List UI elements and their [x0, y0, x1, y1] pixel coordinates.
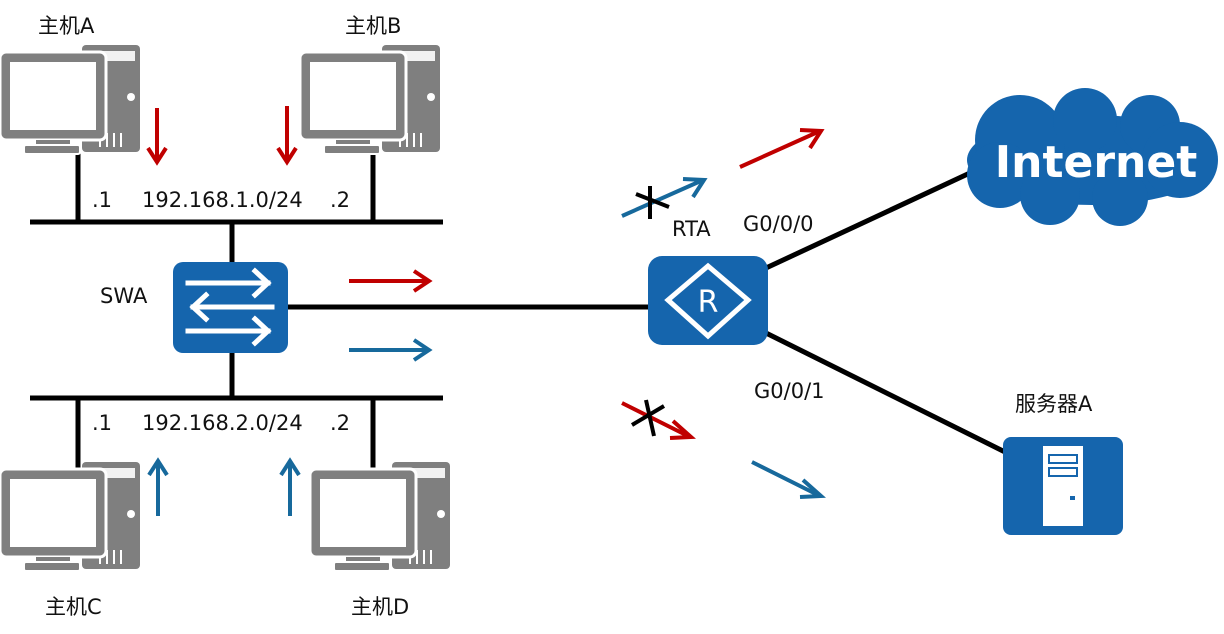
host-a-ip-suffix: .1 [92, 188, 112, 212]
host-b-ip-suffix: .2 [330, 188, 350, 212]
bottom-subnet-label: 192.168.2.0/24 [142, 411, 303, 435]
blue-arrow-to-internet-blocked [621, 177, 708, 218]
wires [30, 150, 1007, 470]
host-d-computer-icon [308, 460, 452, 573]
blue-arrow-to-server [751, 460, 826, 499]
blocked-x-icons [630, 186, 670, 437]
internet-label: Internet [995, 137, 1197, 188]
blue-up-arrow-host-c [147, 457, 169, 516]
blocked-x-icon-server [630, 399, 666, 437]
host-a-label: 主机A [38, 14, 95, 38]
router-label: RTA [672, 217, 711, 241]
switch-icon [173, 262, 288, 353]
host-c-computer-icon [0, 460, 142, 573]
switch-label: SWA [100, 284, 148, 308]
host-c-label: 主机C [45, 595, 102, 619]
top-subnet-label: 192.168.1.0/24 [142, 188, 303, 212]
router-glyph: R [698, 285, 719, 320]
interface-g1-label: G0/0/1 [754, 379, 825, 403]
red-arrow-to-internet [739, 128, 825, 169]
server-label: 服务器A [1015, 392, 1093, 416]
router-server-link [764, 330, 1007, 455]
host-b-label: 主机B [345, 14, 401, 38]
interface-g0-label: G0/0/0 [743, 212, 814, 236]
host-d-label: 主机D [351, 595, 409, 619]
host-c-ip-suffix: .1 [92, 411, 112, 435]
blue-up-arrow-host-d [279, 457, 301, 516]
host-a-computer-icon [0, 43, 142, 156]
red-flow-arrows [146, 106, 825, 440]
red-right-arrow-switch [349, 269, 433, 293]
red-down-arrow-host-b [276, 106, 298, 166]
router-icon: R [648, 256, 768, 345]
blue-flow-arrows [147, 177, 826, 516]
blue-right-arrow-switch [349, 338, 433, 362]
blocked-x-icon-internet [635, 186, 670, 219]
host-d-ip-suffix: .2 [330, 411, 350, 435]
red-down-arrow-host-a [146, 108, 168, 166]
server-icon [1003, 437, 1123, 535]
router-internet-link [764, 169, 974, 271]
red-arrow-to-server-blocked [621, 401, 696, 440]
host-b-computer-icon [298, 43, 442, 156]
internet-cloud-icon: Internet [967, 88, 1218, 226]
